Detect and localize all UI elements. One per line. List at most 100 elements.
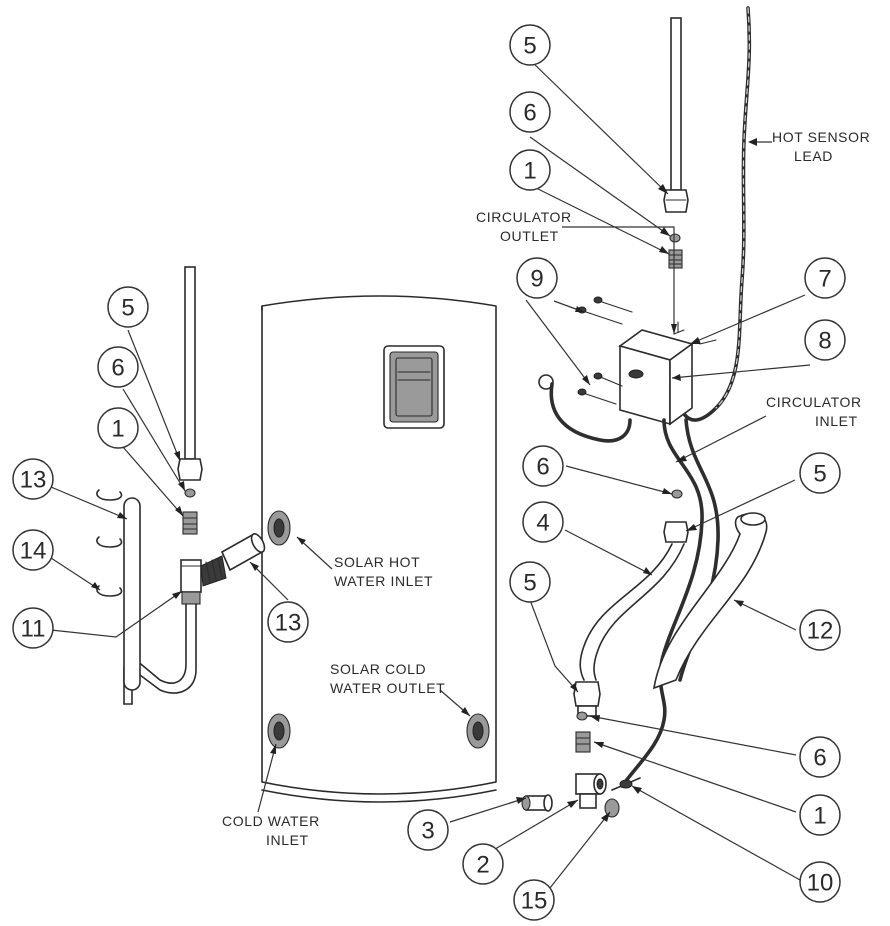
callout-9: 9 (516, 257, 558, 299)
ferrule-right-top (669, 233, 681, 243)
callout-1-left: 1 (97, 407, 139, 449)
label-line: INLET (266, 832, 309, 848)
sensor-probe (611, 777, 641, 791)
callout-number: 6 (523, 100, 536, 127)
compression-nut-right-mid (663, 521, 689, 543)
callout-12: 12 (799, 609, 841, 651)
brass-coupling-left (200, 555, 227, 587)
callout-13-center: 13 (267, 601, 309, 643)
callout-10: 10 (799, 861, 841, 903)
label-hot-sensor-lead: HOT SENSOR LEAD (772, 129, 870, 164)
callout-number: 6 (111, 355, 124, 382)
callout-number: 8 (818, 328, 831, 355)
hot-sensor-lead-cable (682, 6, 752, 422)
ferrule-left (184, 488, 196, 498)
label-line: INLET (815, 413, 858, 429)
callout-6-bottom-right: 6 (799, 736, 841, 778)
flexible-pipe-4 (579, 543, 685, 681)
solar-cold-water-outlet-port (466, 713, 490, 749)
vertical-pipe-right (670, 17, 682, 191)
tee-fitting-left (180, 559, 202, 605)
retaining-clips (96, 489, 123, 597)
callout-1-bottom-right: 1 (799, 794, 841, 836)
callout-number: 5 (121, 295, 134, 322)
label-line: COLD WATER (222, 813, 320, 829)
callout-number: 12 (807, 618, 834, 645)
callout-number: 13 (275, 610, 302, 637)
callout-14: 14 (12, 529, 54, 571)
compression-nut-left (177, 458, 203, 481)
callout-6-left: 6 (97, 346, 139, 388)
label-line: LEAD (794, 148, 833, 164)
valve-fitting (521, 794, 553, 812)
insulation-tube (123, 497, 141, 691)
callout-number: 5 (523, 33, 536, 60)
label-circulator-inlet: CIRCULATOR INLET (766, 394, 862, 429)
solar-hot-water-inlet-port (267, 510, 291, 546)
label-line: SOLAR COLD (330, 661, 426, 677)
callout-number: 14 (20, 538, 47, 565)
callout-number: 4 (536, 510, 549, 537)
label-line: SOLAR HOT (334, 554, 420, 570)
callout-number: 1 (523, 158, 536, 185)
tank-label-plate (383, 345, 445, 429)
label-circulator-outlet: CIRCULATOR OUTLET (476, 209, 572, 244)
callout-13-left: 13 (12, 458, 54, 500)
callout-number: 6 (813, 745, 826, 772)
water-heater-tank (261, 295, 497, 803)
ferrule-right-mid (671, 489, 683, 499)
power-cord (538, 374, 632, 443)
callout-15: 15 (513, 879, 555, 921)
callout-number: 6 (536, 454, 549, 481)
label-line: CIRCULATOR (476, 209, 572, 225)
callout-number: 15 (521, 888, 548, 915)
callout-3: 3 (407, 809, 449, 851)
callout-number: 7 (818, 266, 831, 293)
callout-11: 11 (12, 607, 54, 649)
pipe-sleeve-13 (220, 532, 266, 572)
callout-6-top-right: 6 (509, 91, 551, 133)
ferrule-right-bottom (576, 711, 588, 721)
circulator-pump (618, 321, 717, 426)
adapter-fitting-right-top (668, 249, 683, 269)
callout-number: 9 (530, 266, 543, 293)
callout-5-low-right: 5 (509, 561, 551, 603)
callout-4: 4 (522, 501, 564, 543)
label-cold-water-inlet: COLD WATER INLET (222, 813, 320, 848)
cold-water-inlet-port (267, 713, 291, 749)
callout-5-top-right: 5 (509, 24, 551, 66)
callout-number: 10 (807, 870, 834, 897)
callout-5-left: 5 (107, 286, 149, 328)
callout-1-top-right: 1 (509, 149, 551, 191)
compression-nut-right-top (663, 189, 689, 213)
label-solar-cold-water-outlet: SOLAR COLD WATER OUTLET (330, 661, 445, 696)
label-line: CIRCULATOR (766, 394, 862, 410)
label-line: WATER OUTLET (330, 680, 445, 696)
callout-2: 2 (462, 843, 504, 885)
callout-5-mid-right: 5 (799, 452, 841, 494)
label-line: HOT SENSOR (772, 129, 870, 145)
callout-number: 3 (421, 818, 434, 845)
callout-number: 13 (20, 467, 47, 494)
label-line: WATER INLET (334, 573, 433, 589)
callout-number: 5 (523, 570, 536, 597)
leader-lines (50, 59, 811, 894)
callout-6-mid-right: 6 (522, 445, 564, 487)
callout-number: 5 (813, 461, 826, 488)
callout-number: 2 (476, 852, 489, 879)
callout-number: 11 (21, 616, 46, 643)
circulator-mounting-screws (577, 296, 633, 405)
compression-nut-right-low (573, 681, 601, 717)
cap-fitting (604, 798, 620, 818)
label-line: OUTLET (500, 228, 559, 244)
callout-7: 7 (804, 257, 846, 299)
adapter-fitting-left (182, 511, 198, 535)
tee-fitting (575, 773, 607, 809)
label-solar-hot-water-inlet: SOLAR HOT WATER INLET (334, 554, 433, 589)
vertical-pipe-left (184, 266, 196, 460)
flexible-pipe-12 (652, 512, 768, 690)
callout-number: 1 (813, 803, 826, 830)
callout-number: 1 (111, 416, 124, 443)
adapter-fitting-right-bottom (575, 731, 591, 753)
